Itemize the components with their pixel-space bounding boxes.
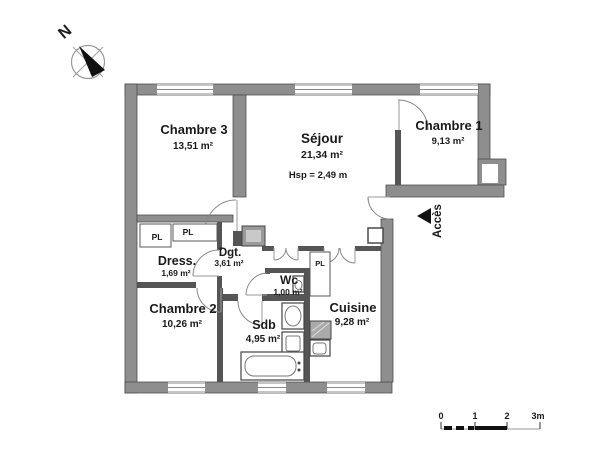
kitchen-sink-bowl [312,342,327,355]
kitchen-counter-hatch [311,321,325,332]
door-arc-chambre2 [196,287,222,313]
compass: N [55,22,106,80]
wall-sejour-chambre1 [395,130,401,185]
closet-dress-left [139,223,172,248]
wall-sejour-south-stub3 [355,246,381,251]
door-arc-wc [245,272,268,296]
wall-wc-top [265,268,310,273]
window [420,84,478,95]
window [168,382,205,393]
wc-toilet [292,275,305,293]
room-area-dgt: 3,61 m² [214,258,243,268]
wc-toilet-bowl [294,280,303,290]
access-annotation: Accès [417,204,444,238]
room-note-sejour: Hsp = 2,49 m [289,170,347,181]
closet-kitchen [309,251,331,297]
room-area-chambre1: 9,13 m² [432,136,465,147]
room-area-dress: 1,69 m² [161,268,190,278]
compass-north-label: N [55,22,75,42]
window [327,382,365,393]
room-area-sejour: 21,34 m² [301,149,344,161]
room-area-cuisine: 9,28 m² [335,317,370,328]
bathtub-inner [244,355,297,377]
compass-circle [70,44,106,80]
duct-hatch-inner [246,230,261,242]
wall-chambre2-top [137,282,196,288]
wall-chambre3-bottom [136,214,234,223]
wall-sdb-top-right [262,294,310,301]
wall-dress-right-upper [217,222,222,250]
interior-walls [136,94,401,382]
sdb-sink-bowl [284,305,302,327]
scale-bar: 0 1 2 3m [438,411,545,430]
scale-label-3m: 3m [531,411,544,421]
entry-pillar [367,227,384,244]
windows [157,84,478,393]
wall-chambre2-sdb [217,288,223,382]
closet-label-pl-1: PL [152,232,163,242]
door-arc-chambre1 [397,99,429,131]
scale-label-0: 0 [438,411,443,421]
scale-dash [444,426,452,430]
window [157,84,213,95]
bathtub-tap [297,368,301,372]
wall-stub [233,231,242,246]
scale-label-1: 1 [472,411,477,421]
wall-left [124,83,138,394]
door-arc-sdb [237,300,263,326]
room-area-chambre2: 10,26 m² [162,319,203,330]
room-name-sejour: Séjour [301,131,344,146]
room-name-sdb: Sdb [252,318,276,332]
window [295,84,352,95]
room-name-chambre1: Chambre 1 [415,118,482,133]
room-name-dgt: Dgt. [219,247,241,259]
room-name-cuisine: Cuisine [330,300,377,315]
closet-dress-right [172,223,218,242]
scale-label-2: 2 [504,411,509,421]
access-label: Accès [432,204,444,238]
room-name-wc: Wc [280,273,298,287]
north-arrow-icon [79,46,105,77]
wall-dress-right-lower [217,276,222,288]
room-labels: Chambre 3 13,51 m² Séjour 21,34 m² Hsp =… [149,118,482,345]
wall-sejour-south-stub1 [262,246,274,251]
fixtures [240,275,332,381]
door-arc-entry [367,196,391,220]
door-arc-cuisine-right [339,247,356,264]
room-name-chambre3: Chambre 3 [160,122,227,137]
closet-label-pl-3: PL [315,259,325,268]
wall-wc-left [265,268,270,274]
bathtub-tap [297,361,301,365]
door-arc-sejour-left [273,247,287,261]
kitchen-counter-hatch [311,322,330,338]
room-area-chambre3: 13,51 m² [173,141,214,152]
room-area-sdb: 4,95 m² [246,334,281,345]
door-arc-sejour-right [285,247,299,261]
window [258,382,286,393]
access-arrow-icon [417,208,431,224]
duct-box [482,164,498,183]
scale-solid-segment [475,426,507,430]
room-name-dress: Dress. [158,254,196,268]
closet-label-pl-2: PL [183,227,194,237]
wall-sdb-top-left [222,294,238,301]
wall-chambre3-sejour [232,94,247,198]
wall-kitchen-left [304,268,310,382]
closets [139,223,331,297]
scale-dash [456,426,464,430]
wall-entry-south [385,184,505,198]
room-name-chambre2: Chambre 2 [149,301,216,316]
wall-sejour-south-stub2 [298,246,324,251]
room-area-wc: 1,00 m² [273,287,302,297]
sdb-appliance-inner [285,335,301,352]
scale-dash [468,426,474,430]
door-arc-dress [192,249,220,277]
